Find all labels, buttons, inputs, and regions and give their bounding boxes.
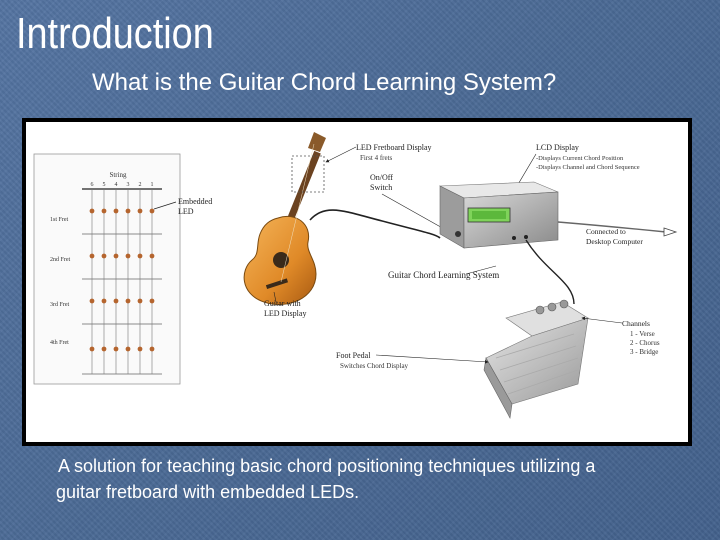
system-label: Guitar Chord Learning System <box>388 270 499 280</box>
channel-item: 2 - Chorus <box>630 339 660 347</box>
led-fretboard-display-label: LED Fretboard Display <box>356 143 432 152</box>
power-switch <box>455 231 461 237</box>
connected-label: Desktop Computer <box>586 237 643 246</box>
slide-subtitle: What is the Guitar Chord Learning System… <box>92 69 557 96</box>
embedded-led-label: Embedded <box>178 197 212 206</box>
lcd-display-label: LCD Display <box>536 143 579 152</box>
connected-label: Connected to <box>586 227 626 236</box>
string-number: 5 <box>103 182 106 188</box>
strings-label: String <box>109 171 127 179</box>
system-diagram: String 6 5 4 3 2 1 <box>26 122 688 442</box>
fretboard-chart: String 6 5 4 3 2 1 <box>33 153 212 385</box>
string-number: 4 <box>115 182 118 188</box>
slide-title: Introduction <box>16 9 214 58</box>
channels-label: Channels <box>622 319 650 328</box>
fret-label: 3rd Fret <box>50 302 69 308</box>
led-fretboard-display-sublabel: First 4 frets <box>360 154 393 162</box>
foot-pedal-label: Foot Pedal <box>336 351 371 360</box>
guitar-cable <box>309 209 441 239</box>
embedded-led-label: LED <box>178 207 194 216</box>
control-box <box>438 181 678 305</box>
string-number: 6 <box>91 182 94 188</box>
caption-line-1: A solution for teaching basic chord posi… <box>58 456 596 476</box>
fret-label: 4th Fret <box>50 340 69 346</box>
string-number: 2 <box>139 182 142 188</box>
lcd-display-desc: -Displays Current Chord Position <box>536 155 624 162</box>
string-number: 3 <box>127 182 130 188</box>
slide-caption: A solution for teaching basic chord posi… <box>56 453 688 505</box>
fret-label: 2nd Fret <box>50 257 70 263</box>
caption-line-2: guitar fretboard with embedded LEDs. <box>56 482 360 502</box>
foot-pedal <box>483 299 589 419</box>
onoff-switch-label: On/Off <box>370 173 393 182</box>
guitar-label: Guitar with <box>264 299 301 308</box>
foot-pedal-sublabel: Switches Chord Display <box>340 362 409 370</box>
lcd-display-desc: -Displays Channel and Chord Sequence <box>536 164 640 171</box>
led-fretboard-marker <box>291 155 325 193</box>
channel-item: 3 - Bridge <box>630 348 658 356</box>
string-number: 1 <box>151 182 154 188</box>
fret-label: 1st Fret <box>50 217 69 223</box>
guitar-illustration <box>243 132 441 305</box>
fretboard-led-grid <box>89 208 155 352</box>
onoff-switch-label: Switch <box>370 183 392 192</box>
guitar-label: LED Display <box>264 309 306 318</box>
channel-item: 1 - Verse <box>630 330 655 338</box>
system-diagram-figure: String 6 5 4 3 2 1 <box>22 118 692 446</box>
